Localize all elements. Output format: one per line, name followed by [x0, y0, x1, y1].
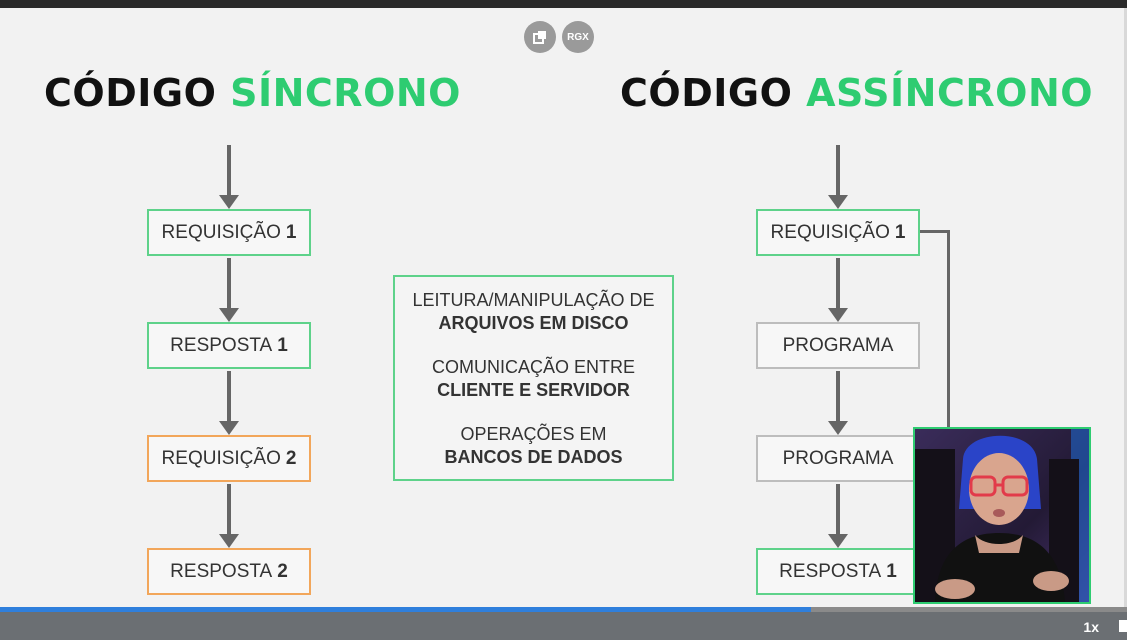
step-async-program-2: PROGRAMA: [756, 435, 920, 482]
arrow-down-icon: [219, 484, 239, 548]
arrow-down-icon: [219, 145, 239, 209]
step-number: 2: [285, 447, 297, 469]
io-item-disk: LEITURA/MANIPULAÇÃO DE ARQUIVOS EM DISCO: [395, 289, 672, 335]
title-async-dark: CÓDIGO: [620, 71, 793, 115]
player-control-bar: 1x: [0, 612, 1127, 640]
presenter-image: [915, 429, 1089, 602]
step-number: 2: [277, 560, 288, 582]
playback-speed-button[interactable]: 1x: [1083, 619, 1099, 635]
io-item-text: OPERAÇÕES EM: [460, 424, 607, 444]
step-label: PROGRAMA: [782, 447, 894, 469]
arrow-down-icon: [219, 371, 239, 435]
arrow-down-icon: [828, 145, 848, 209]
step-async-program-1: PROGRAMA: [756, 322, 920, 369]
title-async: CÓDIGO ASSÍNCRONO: [620, 74, 1093, 112]
title-sync-green: SÍNCRONO: [230, 71, 461, 115]
step-number: 1: [886, 560, 897, 582]
io-item-database: OPERAÇÕES EM BANCOS DE DADOS: [395, 423, 672, 469]
io-item-bold: CLIENTE E SERVIDOR: [437, 380, 630, 400]
captions-icon[interactable]: [1119, 620, 1127, 632]
io-item-bold: BANCOS DE DADOS: [444, 447, 623, 467]
step-label: REQUISIÇÃO: [161, 221, 281, 243]
io-item-text: LEITURA/MANIPULAÇÃO DE: [412, 290, 655, 310]
step-label: RESPOSTA: [779, 560, 882, 582]
top-bar: [0, 0, 1127, 8]
presenter-webcam: [913, 427, 1091, 604]
step-label: RESPOSTA: [170, 560, 273, 582]
arrow-down-icon: [219, 258, 239, 322]
step-label: PROGRAMA: [782, 334, 894, 356]
io-operations-box: LEITURA/MANIPULAÇÃO DE ARQUIVOS EM DISCO…: [393, 275, 674, 481]
arrow-down-icon: [828, 484, 848, 548]
video-slide[interactable]: RGX CÓDIGO SÍNCRONO CÓDIGO ASSÍNCRONO RE…: [0, 8, 1124, 608]
io-item-network: COMUNICAÇÃO ENTRE CLIENTE E SERVIDOR: [395, 356, 672, 402]
arrow-down-icon: [828, 371, 848, 435]
io-item-bold: ARQUIVOS EM DISCO: [438, 313, 629, 333]
step-label: RESPOSTA: [170, 334, 273, 356]
popout-icon: [533, 31, 546, 44]
title-sync: CÓDIGO SÍNCRONO: [44, 74, 461, 112]
title-sync-dark: CÓDIGO: [44, 71, 217, 115]
step-number: 1: [894, 221, 906, 243]
popout-button[interactable]: [524, 21, 556, 53]
rgx-label: RGX: [567, 31, 589, 43]
video-progress-bar[interactable]: [0, 607, 1127, 612]
slide-edge: [1124, 8, 1127, 608]
async-callback-line: [920, 230, 950, 233]
step-number: 1: [285, 221, 297, 243]
async-callback-line-vertical: [947, 230, 950, 430]
title-async-green: ASSÍNCRONO: [806, 71, 1094, 115]
rgx-button[interactable]: RGX: [562, 21, 594, 53]
step-label: REQUISIÇÃO: [770, 221, 890, 243]
step-number: 1: [277, 334, 288, 356]
arrow-down-icon: [828, 258, 848, 322]
io-item-text: COMUNICAÇÃO ENTRE: [431, 357, 635, 377]
video-progress-fill: [0, 607, 812, 612]
step-label: REQUISIÇÃO: [161, 447, 281, 469]
